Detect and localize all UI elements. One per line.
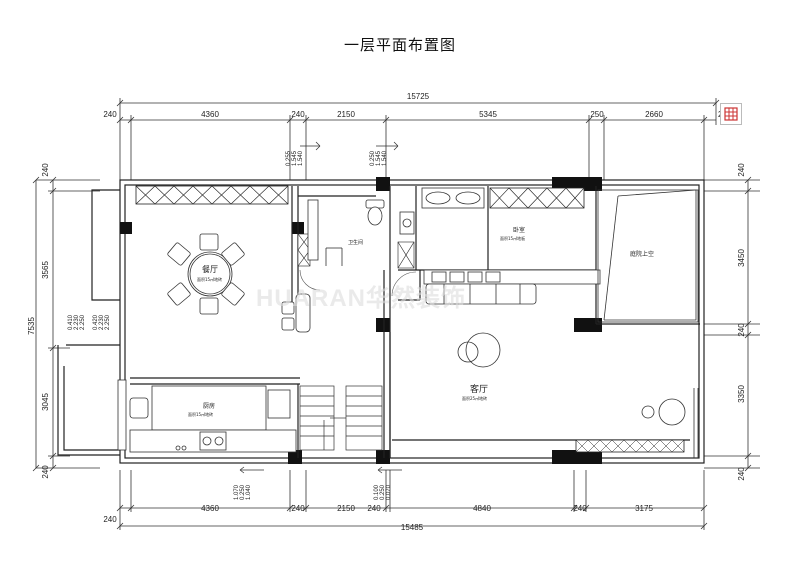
kitchen-note: 面积15㎡地砖	[188, 411, 213, 417]
top-dim-5: 5345	[479, 110, 497, 119]
small-dim-left-a-2: 2.230	[74, 314, 80, 330]
table-icon	[724, 107, 738, 121]
bottom-total-dim: 15485	[401, 523, 424, 532]
sofa	[425, 283, 537, 305]
left-dim-3: 3045	[41, 393, 50, 411]
bedroom-bed	[421, 187, 601, 285]
small-dim-top-a-3: 1.540	[298, 150, 304, 166]
small-dim-left-b-1: 0.420	[93, 314, 99, 330]
small-dim-left-a-1: 0.410	[68, 314, 74, 330]
top-dim-1: 240	[103, 110, 117, 119]
left-dimensions	[32, 176, 100, 472]
bottom-dim-6: 4840	[473, 504, 491, 513]
bottom-dim-5: 240	[367, 504, 381, 513]
top-dim-4: 2150	[337, 110, 355, 119]
left-dim-4: 240	[41, 465, 50, 479]
right-dimensions	[704, 176, 760, 472]
door-swings	[299, 269, 417, 297]
dining-table	[167, 233, 245, 315]
tv-cabinet-pattern	[575, 439, 685, 453]
small-dim-bottom-a-2: 0.250	[240, 484, 246, 500]
top-dim-3: 240	[291, 110, 305, 119]
dining-room-label: 餐厅	[202, 265, 218, 274]
bathroom-fixtures	[307, 199, 415, 266]
top-dim-7: 2660	[645, 110, 663, 119]
dining-cabinet-pattern	[135, 185, 289, 205]
left-dim-1: 240	[41, 163, 50, 177]
kitchen-label: 厨房	[203, 402, 215, 410]
bedroom-wardrobe	[489, 187, 585, 209]
top-small-dims	[300, 141, 399, 151]
dining-room-note: 面积15㎡地砖	[197, 276, 222, 282]
right-dim-3: 240	[737, 323, 746, 337]
dining-cabinet	[135, 185, 289, 205]
right-dim-1: 240	[737, 163, 746, 177]
bottom-small-arrows	[239, 466, 402, 474]
small-dim-left-b-2: 2.230	[99, 314, 105, 330]
bedroom-label: 卧室	[513, 226, 525, 234]
small-dim-top-b-3: 1.540	[382, 150, 388, 166]
left-dim-2: 3565	[41, 261, 50, 279]
living-room-label: 客厅	[470, 383, 488, 395]
top-total-dim: 15725	[407, 92, 430, 101]
watermark: HUARAN华然装饰	[256, 284, 466, 312]
bottom-dim-2: 4360	[201, 504, 219, 513]
kitchen-fixtures	[117, 379, 297, 453]
bottom-dim-3: 240	[291, 504, 305, 513]
small-dim-bottom-b-1: 0.100	[374, 484, 380, 500]
small-dim-bottom-b-3: 0.070	[386, 484, 392, 500]
small-dim-top-b-1: 0.250	[370, 150, 376, 166]
small-dim-left-b-3: 2.250	[105, 314, 111, 330]
bath-cabinet	[297, 233, 415, 269]
exterior-walls	[57, 179, 705, 464]
small-dim-top-a-2: 1.545	[292, 150, 298, 166]
right-dim-2: 3450	[737, 249, 746, 267]
courtyard-label: 庭院上空	[630, 250, 654, 258]
wardrobe-pattern	[489, 187, 585, 209]
small-dim-top-a-1: 0.255	[286, 150, 292, 166]
bar-counter	[281, 293, 311, 333]
living-room-note: 面积25㎡地砖	[462, 395, 487, 401]
bottom-dim-1: 240	[103, 515, 117, 524]
bathroom-label: 卫生间	[348, 239, 363, 246]
bottom-dim-4: 2150	[337, 504, 355, 513]
right-dim-5: 240	[737, 467, 746, 481]
top-dim-6: 250	[590, 110, 604, 119]
courtyard-void	[597, 189, 699, 323]
bedroom-note: 面积15㎡地板	[500, 235, 525, 241]
page-title: 一层平面布置图	[343, 36, 456, 54]
bottom-dim-7: 240	[573, 504, 587, 513]
left-total-dim: 7535	[27, 317, 36, 335]
bottom-dim-8: 3175	[635, 504, 653, 513]
small-dim-bottom-a-1: 1.070	[234, 484, 240, 500]
small-dim-top-b-2: 1.545	[376, 150, 382, 166]
living-decor	[457, 332, 699, 458]
stairs	[299, 385, 383, 451]
top-dimensions	[116, 98, 720, 180]
bottom-dimensions	[116, 470, 708, 530]
toolbar-table-button[interactable]	[720, 103, 742, 125]
small-dim-left-a-3: 2.250	[80, 314, 86, 330]
top-dim-2: 4360	[201, 110, 219, 119]
small-dim-bottom-b-2: 0.250	[380, 484, 386, 500]
small-dim-bottom-a-3: 1.040	[246, 484, 252, 500]
right-dim-4: 3350	[737, 385, 746, 403]
